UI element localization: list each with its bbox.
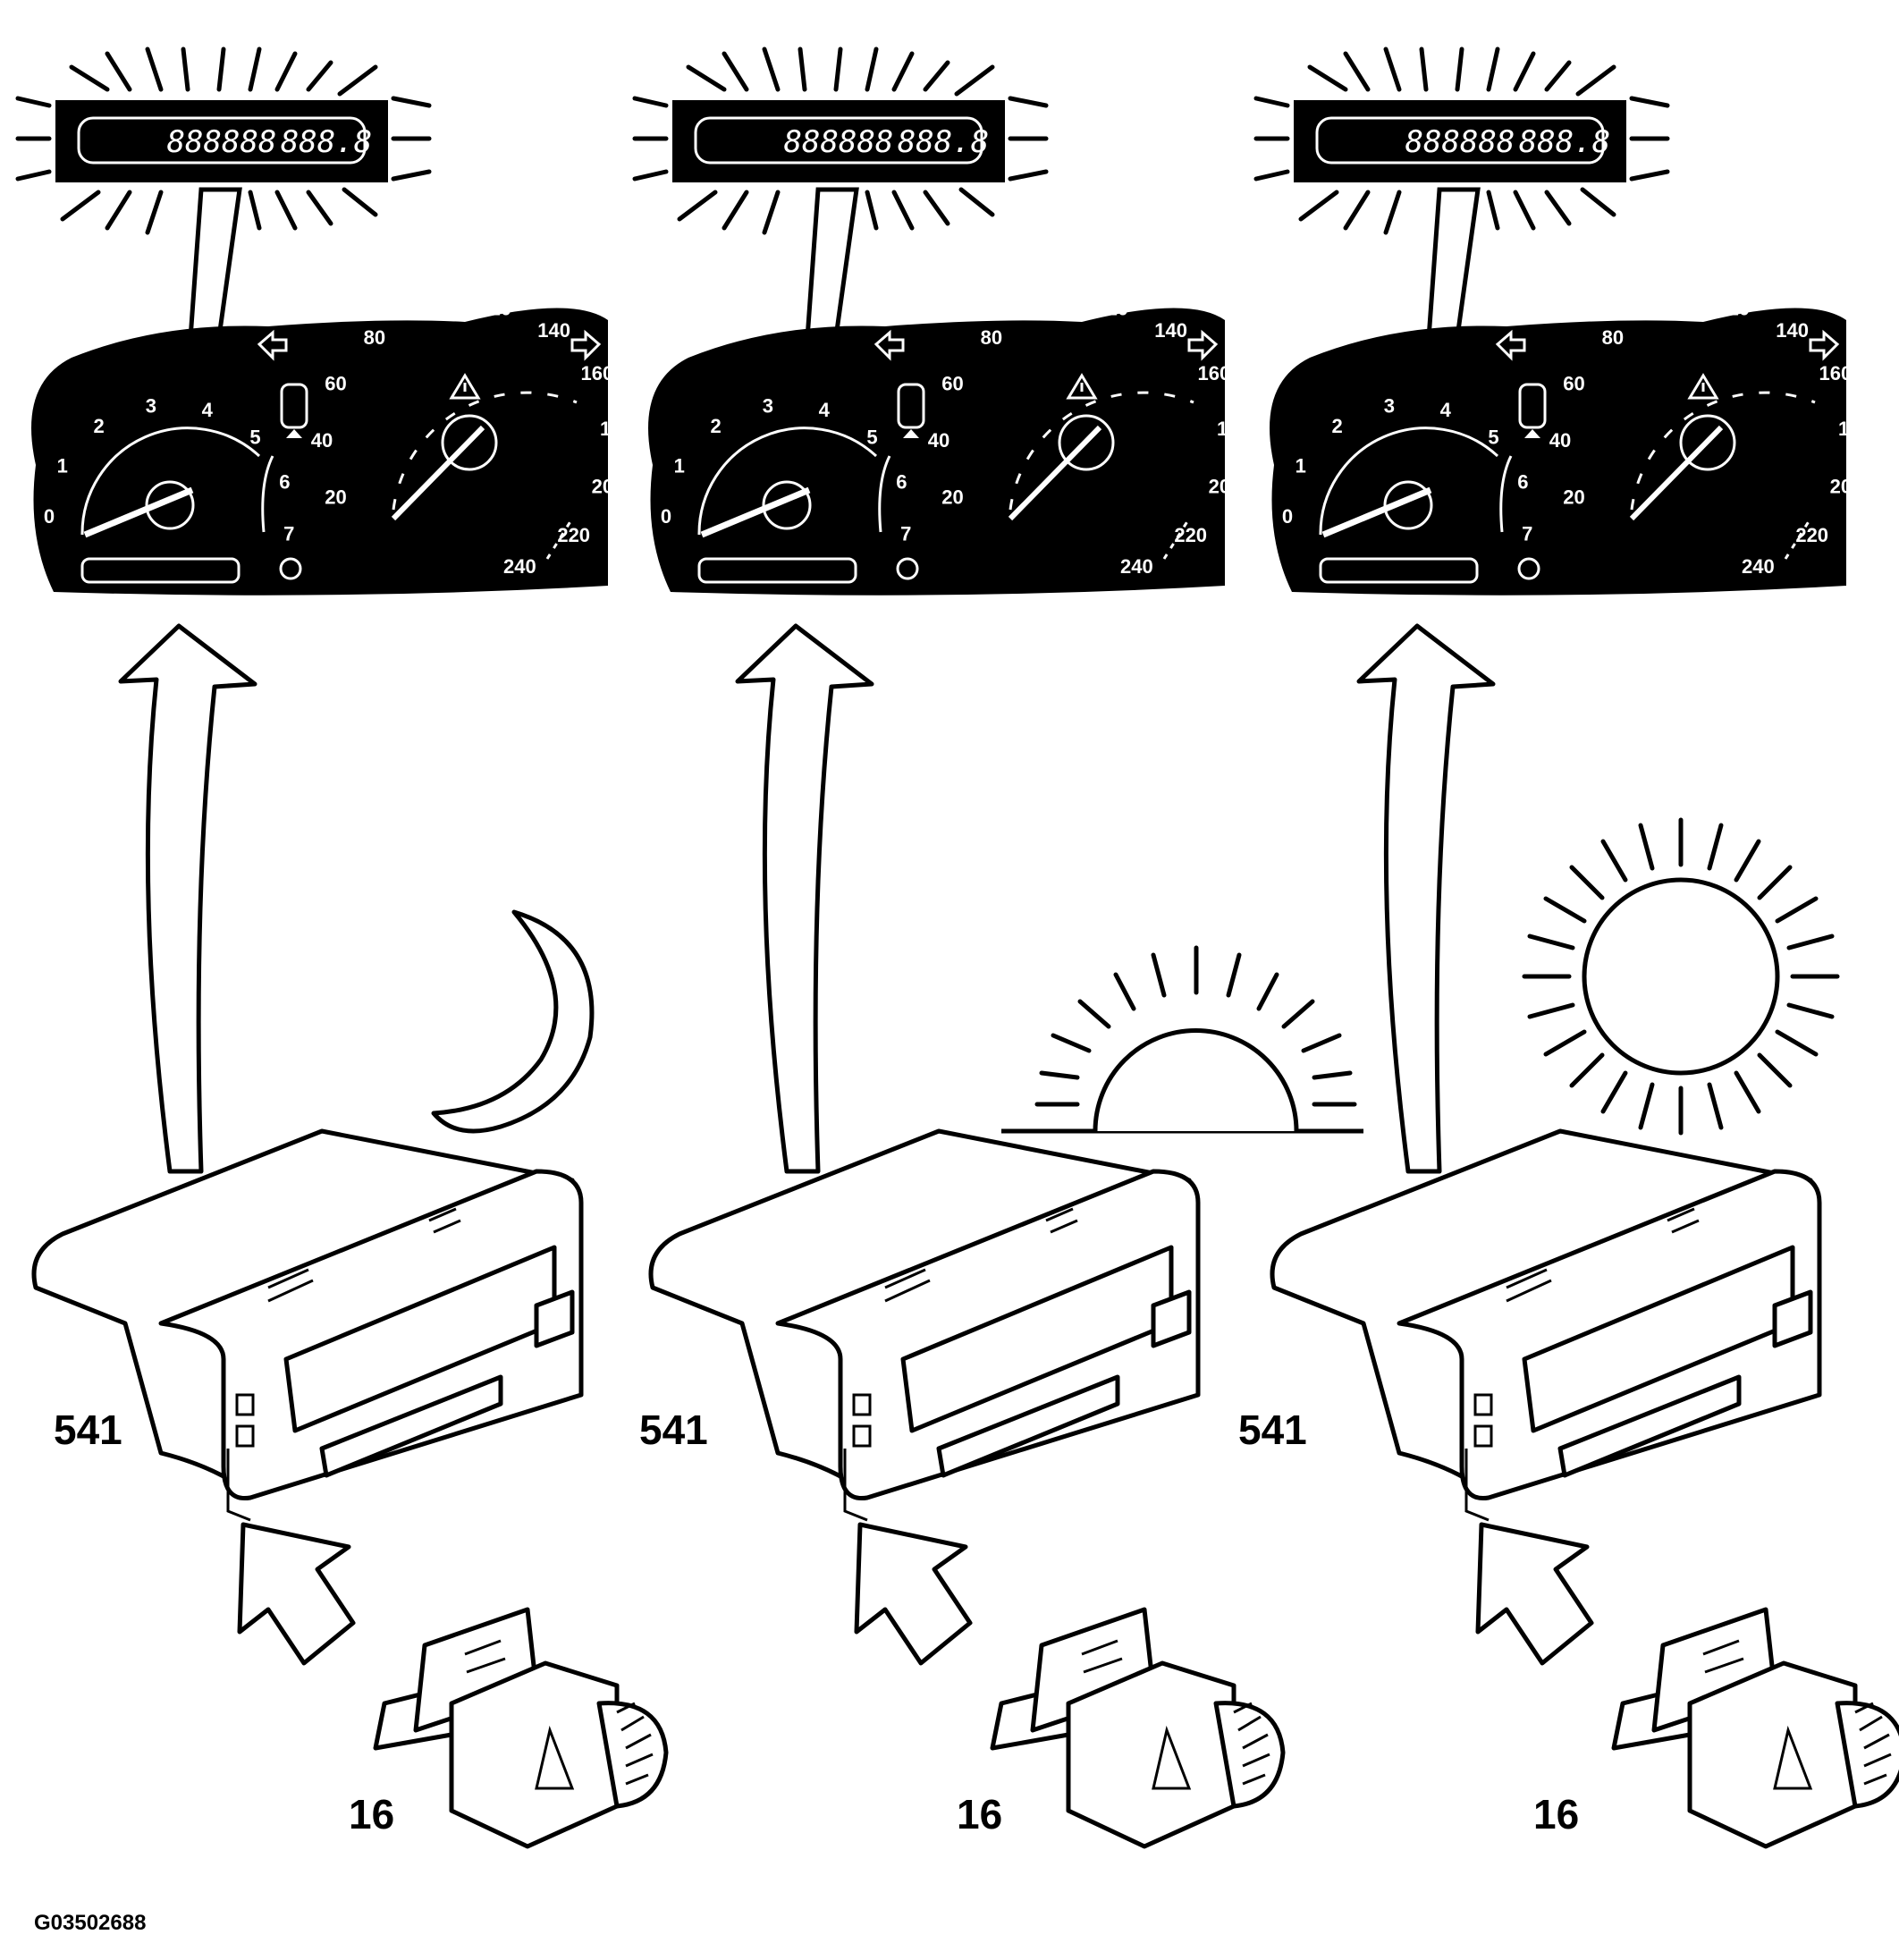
- speed-tick-label: 60: [941, 373, 963, 395]
- speedometer-ticks-1: 20 40 60 80 100 120 140 160 180 200 220 240: [311, 297, 633, 578]
- tach-tick-label: 2: [710, 415, 721, 437]
- tach-tick-label: 3: [1384, 395, 1395, 418]
- speed-tick-label: 80: [981, 326, 1002, 349]
- tach-tick-label: 7: [900, 523, 911, 545]
- speed-tick-label: 100: [1032, 300, 1065, 322]
- dimmer-switch-label: 16: [957, 1791, 1002, 1838]
- speed-tick-label: 140: [1154, 319, 1187, 342]
- speed-tick-label: 160: [581, 362, 614, 384]
- speed-tick-label: 140: [1776, 319, 1809, 342]
- speed-tick-label: 200: [1209, 475, 1242, 497]
- speed-tick-label: 220: [1174, 524, 1207, 546]
- dimmer-switch-label: 16: [1533, 1791, 1579, 1838]
- tach-tick-label: 0: [1282, 505, 1293, 528]
- tach-tick-label: 0: [661, 505, 671, 528]
- tach-tick-label: 2: [93, 415, 104, 437]
- speed-tick-label: 20: [941, 486, 963, 508]
- tach-tick-label: 7: [1522, 523, 1532, 545]
- tach-tick-label: 5: [249, 427, 260, 449]
- speed-tick-label: 200: [592, 475, 625, 497]
- display-readout-right: 888.8: [281, 124, 372, 160]
- tach-tick-label: 0: [44, 505, 55, 528]
- tach-tick-label: 1: [57, 454, 68, 477]
- moon-icon: [434, 912, 592, 1131]
- tachometer-ticks-3: 0 1 2 3 4 56 7: [1282, 395, 1533, 545]
- speed-tick-label: 80: [1602, 326, 1624, 349]
- speed-tick-label: 180: [1217, 418, 1250, 440]
- tach-tick-label: 3: [146, 395, 156, 418]
- speed-tick-label: 180: [600, 418, 633, 440]
- dimmer-switch-label: 16: [349, 1791, 394, 1838]
- speed-tick-label: 160: [1198, 362, 1231, 384]
- display-readout-right: 888.8: [1519, 124, 1610, 160]
- display-readout-left: 888888: [167, 124, 277, 160]
- speedometer-ticks-3: 20 40 60 80 100 120 140 160 180 200 220 240: [1549, 297, 1871, 578]
- tach-tick-label: 6: [279, 470, 290, 493]
- tach-tick-label: 4: [202, 399, 214, 421]
- sun-icon: [1524, 820, 1837, 1133]
- speed-tick-label: 220: [1795, 524, 1828, 546]
- speed-tick-label: 20: [325, 486, 346, 508]
- speed-tick-label: 40: [928, 429, 950, 452]
- display-readout-right: 888.8: [898, 124, 989, 160]
- sunrise-icon: [1001, 948, 1363, 1131]
- speed-tick-label: 140: [537, 319, 570, 342]
- panel-night: 888888 888.8 0 1 2 3 4 56 7 20 40 60 80 100 120 140 1…: [18, 49, 666, 1846]
- speed-tick-label: 180: [1838, 418, 1871, 440]
- speed-tick-label: 100: [415, 300, 448, 322]
- speed-tick-label: 20: [1563, 486, 1584, 508]
- info-display-label: 541: [54, 1407, 122, 1453]
- tach-tick-label: 4: [819, 399, 831, 421]
- speed-tick-label: 200: [1830, 475, 1863, 497]
- speed-tick-label: 240: [1742, 555, 1775, 578]
- tach-tick-label: 6: [1517, 470, 1528, 493]
- speed-tick-label: 120: [1717, 297, 1750, 319]
- tach-tick-label: 6: [896, 470, 907, 493]
- speed-tick-label: 100: [1653, 300, 1686, 322]
- tach-tick-label: 5: [866, 427, 877, 449]
- speed-tick-label: 220: [557, 524, 590, 546]
- info-display-label: 541: [639, 1407, 708, 1453]
- speed-tick-label: 40: [311, 429, 333, 452]
- tach-tick-label: 4: [1440, 399, 1452, 421]
- display-readout-left: 888888: [784, 124, 894, 160]
- speed-tick-label: 240: [1120, 555, 1153, 578]
- tachometer-ticks-1: 0 1 2 3 4 56 7: [44, 395, 295, 545]
- tach-tick-label: 2: [1331, 415, 1342, 437]
- speed-tick-label: 120: [1095, 297, 1128, 319]
- speed-tick-label: 120: [478, 297, 511, 319]
- speed-tick-label: 160: [1819, 362, 1853, 384]
- speedometer-ticks-2: 20 40 60 80 100 120 140 160 180 200 220 240: [928, 297, 1250, 578]
- speed-tick-label: 40: [1549, 429, 1571, 452]
- speed-tick-label: 80: [364, 326, 385, 349]
- speed-tick-label: 60: [1563, 373, 1584, 395]
- info-display-label: 541: [1238, 1407, 1307, 1453]
- speed-tick-label: 240: [503, 555, 536, 578]
- display-readout-left: 888888: [1405, 124, 1515, 160]
- tach-tick-label: 5: [1488, 427, 1498, 449]
- tach-tick-label: 1: [674, 454, 685, 477]
- tach-tick-label: 1: [1296, 454, 1306, 477]
- tachometer-ticks-2: 0 1 2 3 4 56 7: [661, 395, 912, 545]
- speed-tick-label: 60: [325, 373, 346, 395]
- panel-day: 888888 888.8 0 1 2 3 4 56 7 20 40 60 80 100 120 140 1…: [1238, 49, 1899, 1846]
- tach-tick-label: 3: [763, 395, 773, 418]
- figure-id: G03502688: [34, 1911, 146, 1935]
- tach-tick-label: 7: [283, 523, 294, 545]
